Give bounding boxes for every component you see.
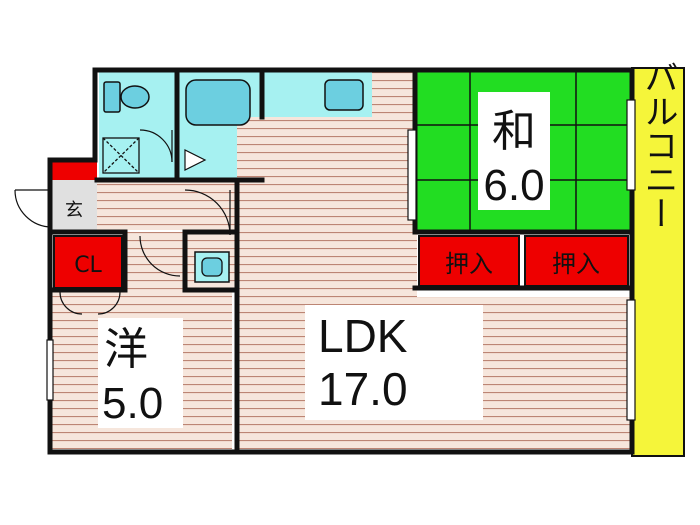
balcony-area [631,67,685,457]
toilet-icon [103,81,150,113]
oshiire-left-label: 押入 [445,250,493,278]
youshitsu-name: 洋 [104,325,148,374]
hallway-floor [97,180,237,230]
ldk-size: 17.0 [318,363,408,415]
ldk-floor [237,117,417,297]
washitsu-size: 6.0 [483,161,544,210]
bath-door-icon [184,149,207,171]
washing-machine-icon [102,137,140,174]
balcony-label: バルコニー [638,60,678,230]
basin-icon [194,251,230,283]
genkan-label: 玄 [65,200,83,221]
cl-closet [53,235,123,289]
storage-strip [52,160,97,180]
entrance-floor [52,180,97,230]
windows [46,99,636,421]
oshiire-right-label: 押入 [552,250,600,278]
ldk-floor-upper-kitchen [372,72,417,117]
youshitsu-size: 5.0 [102,379,163,428]
bathtub-icon [185,79,251,126]
ldk-name: LDK [318,310,408,362]
door-swings [14,129,231,315]
washitsu-name: 和 [492,107,536,156]
cl-label: CL [74,253,102,278]
oshiire-left [418,235,520,287]
sink-icon [324,79,364,111]
